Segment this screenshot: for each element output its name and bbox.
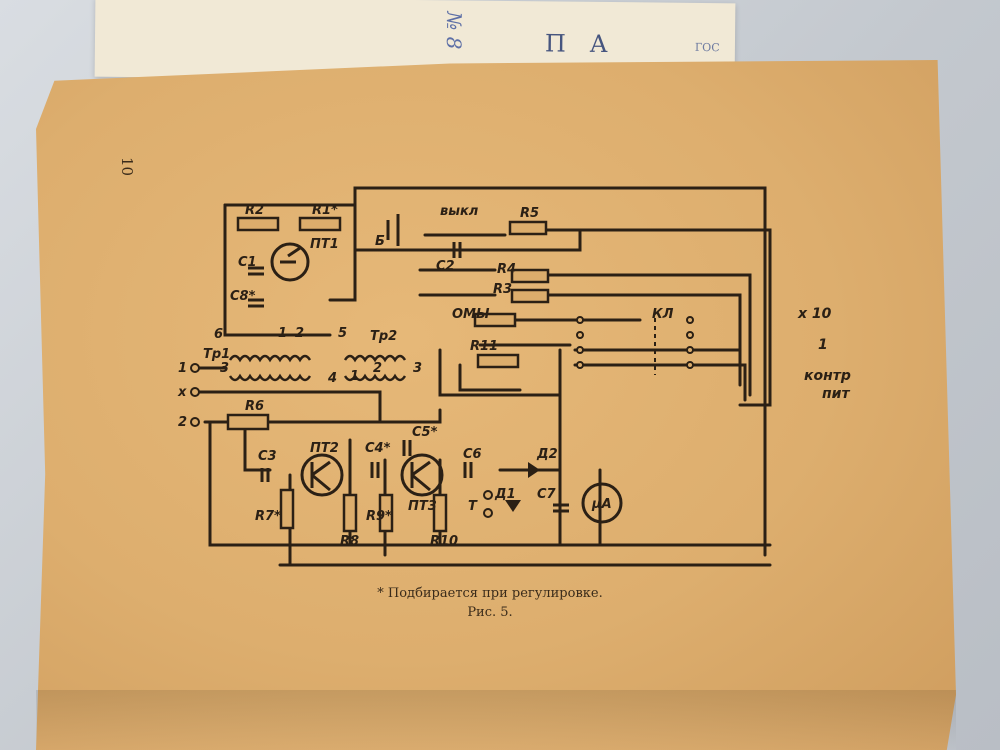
label-c3: C3 [258, 449, 277, 464]
resistor-r4 [510, 268, 550, 284]
label-t: Т [468, 499, 478, 514]
resistor-r3 [510, 288, 550, 304]
label-n1: 1 [278, 326, 287, 341]
label-r1: R1* [312, 203, 338, 218]
resistor-r5 [508, 220, 548, 236]
label-n3: 3 [220, 361, 229, 376]
caption-figure: Рис. 5. [467, 605, 513, 620]
label-off: выкл [440, 204, 479, 219]
paper-sheet [36, 60, 956, 750]
capacitor-c7 [553, 503, 569, 513]
label-r7: R7* [255, 509, 281, 524]
label-r2: R2 [245, 203, 264, 218]
resistor-r7 [279, 488, 295, 530]
label-c6: C6 [463, 447, 482, 462]
label-c1: C1 [238, 255, 257, 270]
diode-d1 [505, 500, 521, 512]
label-r6: R6 [245, 399, 264, 414]
resistor-ohm [473, 312, 517, 328]
label-n4: 4 [327, 371, 337, 386]
label-c4: C4* [365, 441, 391, 456]
figure-caption: * Подбирается при регулировке. Рис. 5. [370, 584, 610, 622]
label-d2: Д2 [536, 447, 558, 462]
legend-x10: x 10 [798, 306, 832, 322]
legend-power: пит [822, 386, 850, 402]
resistor-r9 [378, 493, 394, 533]
microammeter [581, 482, 623, 524]
label-d1: Д1 [494, 487, 516, 502]
label-r10: R10 [430, 534, 458, 549]
resistor-r10 [432, 493, 448, 533]
label-r3: R3 [493, 282, 512, 297]
label-term-1: 1 [178, 361, 187, 376]
resistor-r1 [298, 216, 342, 232]
resistor-r8 [342, 493, 358, 533]
label-term-2: 2 [178, 415, 187, 430]
transistor-pt1 [270, 242, 310, 282]
label-c2: C2 [436, 259, 455, 274]
label-c8: C8* [230, 289, 256, 304]
diode-d2 [528, 462, 540, 478]
resistor-r11 [476, 353, 520, 369]
label-n6: 6 [214, 327, 223, 342]
label-b: Б [375, 234, 385, 249]
label-c5: C5* [412, 425, 438, 440]
label-n5: 5 [338, 326, 347, 341]
label-n2: 2 [295, 326, 304, 341]
label-c7: C7 [537, 487, 557, 502]
label-tr1: Тр1 [203, 347, 230, 362]
label-tr2-2: 2 [373, 361, 382, 376]
label-r11: R11 [470, 339, 498, 354]
paper-fold [36, 690, 956, 750]
label-rl: КЛ [652, 307, 674, 322]
label-r4: R4 [497, 262, 516, 277]
label-pt2: ПТ2 [310, 441, 339, 456]
caption-note: * Подбирается при регулировке. [377, 586, 603, 601]
transistor-pt3 [400, 453, 444, 497]
capacitor-c3 [260, 468, 270, 482]
transistor-pt2 [300, 453, 344, 497]
legend-x1: 1 [818, 337, 828, 353]
resistor-r2 [236, 216, 280, 232]
capacitor-c6 [463, 462, 473, 478]
label-r8: R8 [340, 534, 359, 549]
label-ua: μA [591, 497, 612, 512]
label-tr2-1: 1 [350, 369, 359, 384]
label-term-x: x [177, 385, 187, 400]
label-r5: R5 [520, 206, 539, 221]
capacitor-c4 [370, 462, 380, 478]
label-tr2-3: 3 [413, 361, 422, 376]
label-pt1: ПТ1 [310, 237, 339, 252]
label-r9: R9* [366, 509, 392, 524]
battery-b [386, 214, 400, 246]
capacitor-c5 [402, 440, 412, 456]
resistor-r6 [226, 413, 270, 431]
label-ohm: ОМЫ [452, 307, 490, 322]
capacitor-c2 [452, 242, 462, 258]
legend-control: контр [804, 368, 851, 384]
label-pt3: ПТ3 [408, 499, 437, 514]
left-wire [223, 203, 332, 337]
label-tr2: Тр2 [370, 329, 397, 344]
top-wire [223, 186, 767, 557]
